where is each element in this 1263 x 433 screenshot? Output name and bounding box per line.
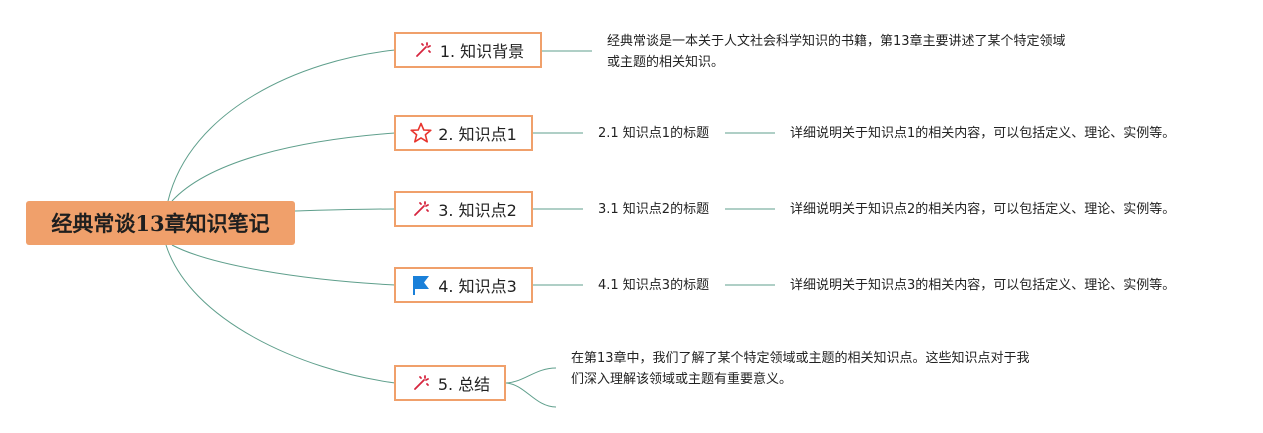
connector-root-topic4	[171, 244, 396, 286]
connector-root-topic5	[165, 244, 396, 384]
star-icon	[410, 122, 432, 144]
topic-knowledge-background[interactable]: 1. 知识背景	[394, 32, 542, 68]
topic-label: 3. 知识点2	[438, 201, 517, 220]
subtopic-title[interactable]: 3.1 知识点2的标题	[598, 202, 710, 217]
topic-summary[interactable]: 5. 总结	[394, 365, 506, 401]
sparkle-icon	[410, 372, 432, 394]
connector-topic5-note-a	[505, 367, 557, 384]
subtopic-detail: 详细说明关于知识点3的相关内容，可以包括定义、理论、实例等。	[790, 278, 1176, 293]
subtopic-detail: 详细说明关于知识点2的相关内容，可以包括定义、理论、实例等。	[790, 202, 1176, 217]
note-line: 在第13章中，我们了解了某个特定领域或主题的相关知识点。这些知识点对于我	[571, 351, 1030, 366]
sparkle-icon	[412, 39, 434, 61]
subtopic-detail: 详细说明关于知识点1的相关内容，可以包括定义、理论、实例等。	[790, 126, 1176, 141]
topic-note: 经典常谈是一本关于人文社会科学知识的书籍，第13章主要讲述了某个特定领域 或主题…	[607, 31, 1066, 73]
connector-root-topic1	[167, 49, 396, 202]
root-topic[interactable]: 经典常谈13章知识笔记	[26, 201, 295, 245]
subtopic-title[interactable]: 4.1 知识点3的标题	[598, 278, 710, 293]
sparkle-icon	[410, 198, 432, 220]
connector-topic5-note-b	[505, 382, 557, 408]
subtopic-title[interactable]: 2.1 知识点1的标题	[598, 126, 710, 141]
topic-knowledge-point-1[interactable]: 2. 知识点1	[394, 115, 533, 151]
topic-knowledge-point-2[interactable]: 3. 知识点2	[394, 191, 533, 227]
note-line: 们深入理解该领域或主题有重要意义。	[571, 372, 793, 387]
note-line: 经典常谈是一本关于人文社会科学知识的书籍，第13章主要讲述了某个特定领域	[607, 34, 1066, 49]
topic-label: 4. 知识点3	[438, 277, 517, 296]
note-line: 或主题的相关知识。	[607, 55, 725, 70]
connector-root-topic2	[171, 132, 396, 202]
topic-knowledge-point-3[interactable]: 4. 知识点3	[394, 267, 533, 303]
topic-note: 在第13章中，我们了解了某个特定领域或主题的相关知识点。这些知识点对于我 们深入…	[571, 348, 1030, 390]
topic-label: 1. 知识背景	[439, 42, 525, 61]
flag-icon	[410, 274, 432, 296]
topic-label: 5. 总结	[437, 375, 491, 394]
connector-root-topic3	[294, 208, 396, 212]
topic-label: 2. 知识点1	[438, 125, 517, 144]
